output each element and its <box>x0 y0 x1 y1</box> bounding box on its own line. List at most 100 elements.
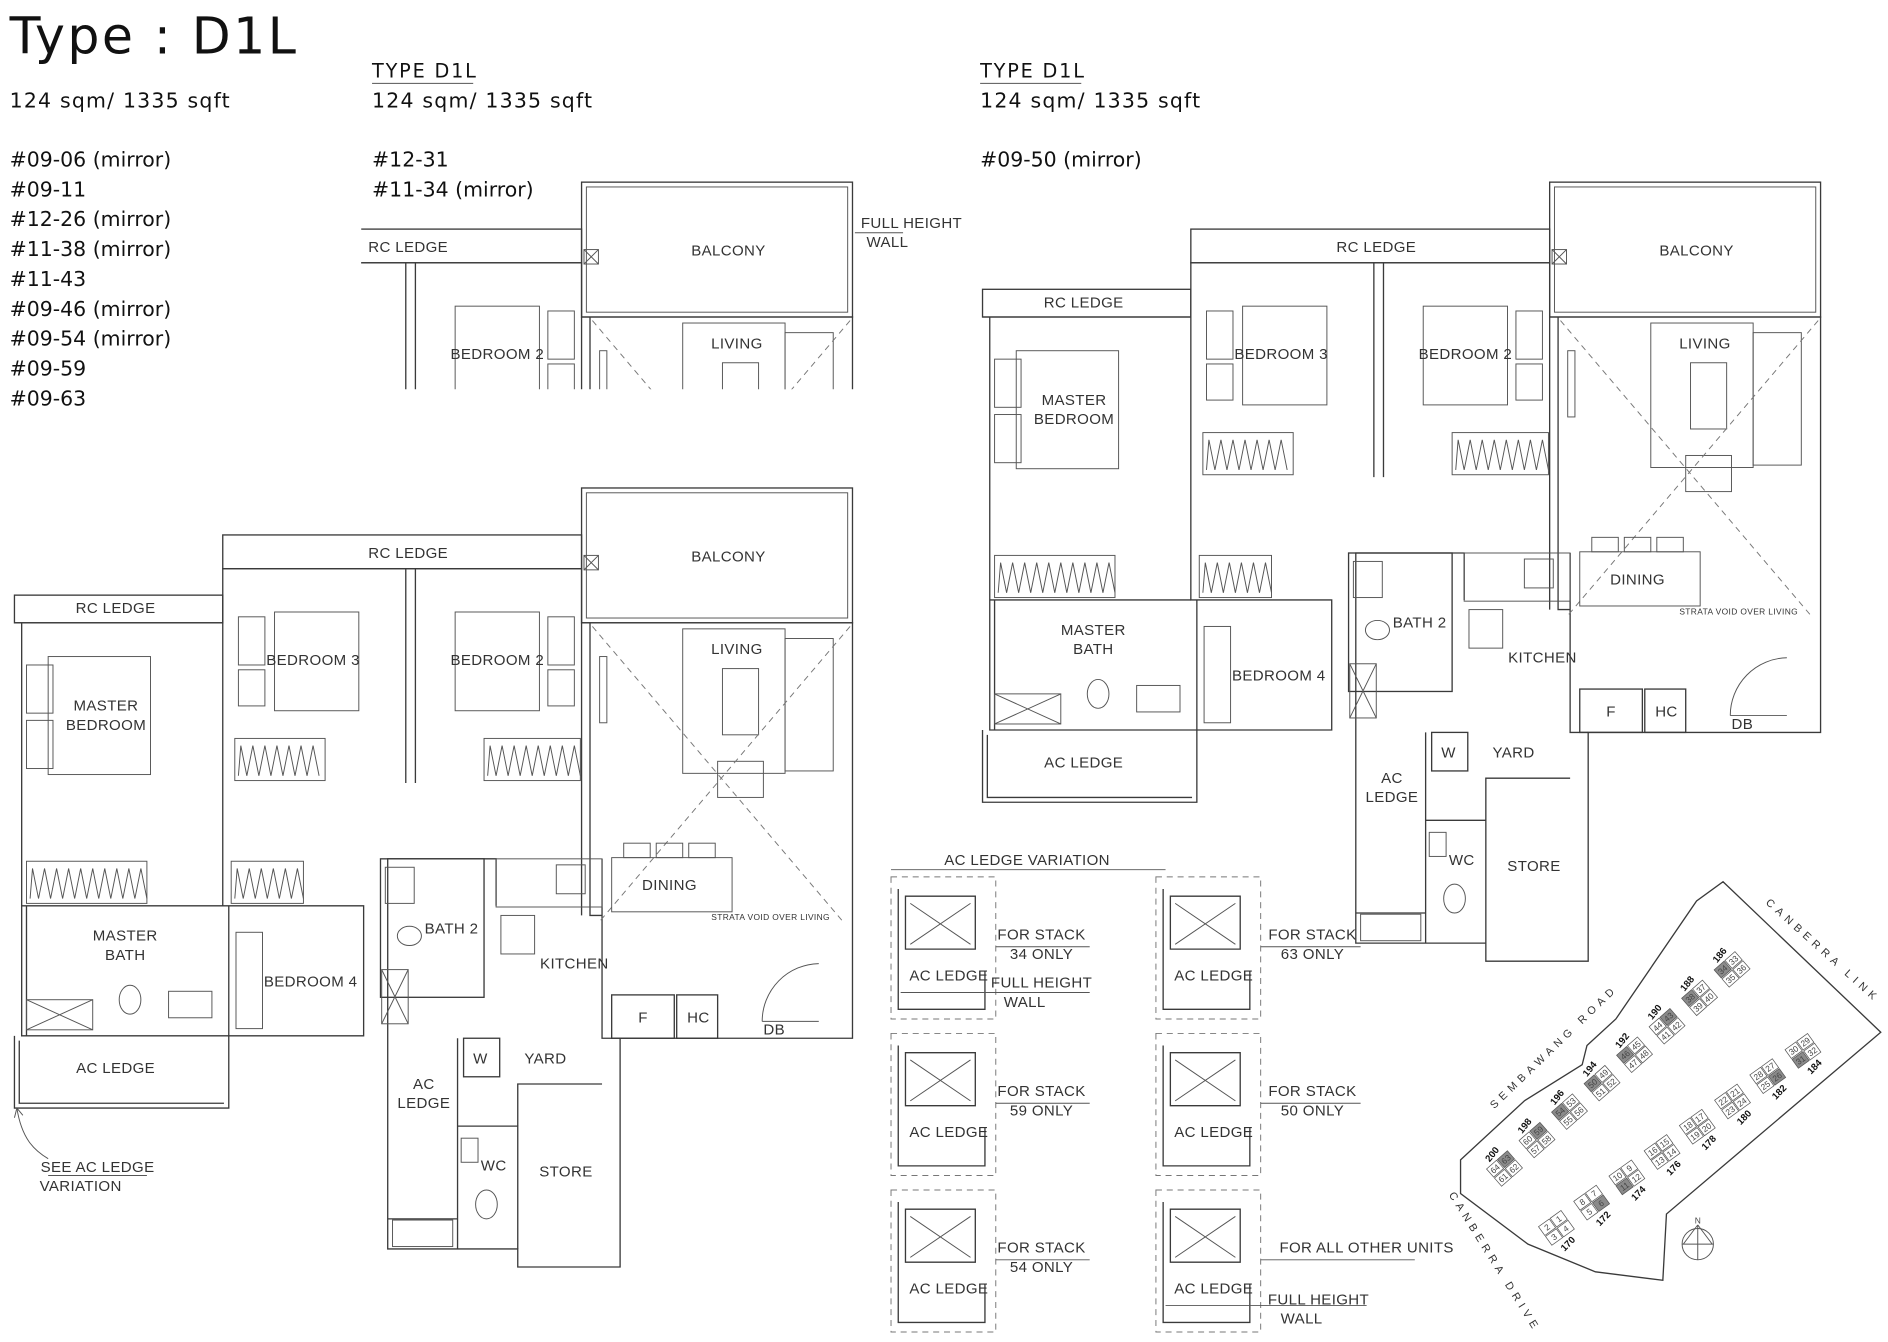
north-arrow-icon: N <box>1681 1216 1714 1261</box>
unit-block-shape <box>1791 1051 1810 1069</box>
label-db: DB <box>763 1022 785 1039</box>
unit-block-shape <box>1662 1143 1681 1162</box>
label-dining: DINING <box>642 877 697 894</box>
site-unit-number: 7 <box>1589 1188 1599 1199</box>
full-height-wall-note: FULL HEIGHT <box>1268 1291 1369 1308</box>
unit-block-shape <box>1655 1134 1674 1152</box>
stack-note: FOR STACK <box>1268 1083 1356 1100</box>
plan-unit: #09-50 (mirror) <box>980 147 1142 171</box>
unit-block-shape <box>1724 951 1743 970</box>
unit-block-shape <box>1732 1093 1751 1111</box>
stack-note: 63 ONLY <box>1281 946 1344 963</box>
site-unit-number: 9 <box>1624 1163 1634 1174</box>
ac-ledge-label: AC LEDGE <box>1174 1281 1253 1298</box>
unit-block-shape <box>1545 1228 1564 1246</box>
wardrobe-pattern <box>237 745 320 776</box>
ac-ledge-label: AC LEDGE <box>1174 1124 1253 1141</box>
road-canberra-drive: CANBERRA DRIVE <box>1446 1190 1543 1335</box>
unit-block-shape <box>1643 1142 1662 1161</box>
full-height-wall-note: FULL HEIGHT <box>991 975 1092 992</box>
label-strata-void: STRATA VOID OVER LIVING <box>711 912 830 922</box>
unit-block-shape <box>1681 989 1700 1008</box>
unit-block-shape <box>1803 1042 1822 1061</box>
full-height-wall-note: FULL HEIGHT <box>861 215 962 232</box>
unit-block-shape <box>1756 1076 1775 1095</box>
unit-block-shape <box>1518 1131 1537 1150</box>
label-ac-ledge: AC <box>413 1076 435 1093</box>
plan-unit: #12-31 <box>372 147 449 171</box>
unit-block-shape <box>1796 1033 1815 1051</box>
unit-block-shape <box>1659 1008 1678 1026</box>
unit-block-shape <box>1591 1194 1611 1213</box>
site-unit-number: 3 <box>1549 1231 1559 1242</box>
unit-block-shape <box>1526 1140 1545 1159</box>
plan-type-label: TYPE D1L <box>979 59 1086 82</box>
unit-block-shape <box>1699 988 1719 1007</box>
unit-block-shape <box>1615 1177 1634 1196</box>
ac-ledge-label: AC LEDGE <box>1174 967 1253 984</box>
north-label: N <box>1695 1216 1701 1226</box>
unit-block-shape <box>1584 1184 1604 1203</box>
ac-ledge-label: AC LEDGE <box>909 1281 988 1298</box>
label-yard: YARD <box>524 1051 566 1068</box>
unit-block-shape <box>1725 1083 1744 1102</box>
unit-block-shape <box>1667 1017 1686 1036</box>
unit-block-shape <box>1678 1117 1697 1135</box>
stack-note: FOR ALL OTHER UNITS <box>1279 1240 1453 1257</box>
stack-note: FOR STACK <box>997 927 1085 944</box>
unit-number: #12-26 (mirror) <box>10 207 172 231</box>
main-floor-plan: RC LEDGE RC LEDGE BALCONY LIVING MASTER … <box>13 487 854 1268</box>
unit-block-shape <box>1713 960 1732 979</box>
label-fridge: F <box>638 1010 648 1027</box>
site-unit-number: 1 <box>1554 1213 1564 1224</box>
plan-unit: #11-34 (mirror) <box>372 178 534 202</box>
unit-block-shape <box>1583 1074 1602 1093</box>
site-unit-number: 6 <box>1596 1198 1606 1209</box>
unit-block-shape <box>1537 1130 1556 1149</box>
ac-ledge-label: AC LEDGE <box>909 1124 988 1141</box>
unit-number: #11-43 <box>10 267 87 291</box>
plan-area: 124 sqm/ 1335 sqft <box>372 88 593 112</box>
label-w: W <box>473 1051 488 1068</box>
unit-block-shape <box>1721 969 1740 988</box>
road-canberra-link: CANBERRA LINK <box>1763 897 1882 1006</box>
site-unit-number: 5 <box>1584 1206 1594 1217</box>
label-bedroom-4: BEDROOM 4 <box>264 973 358 990</box>
label-hc: HC <box>687 1010 709 1027</box>
unit-block-shape <box>1594 1064 1613 1083</box>
label-master-bath: MASTER <box>93 928 158 945</box>
site-unit-number: 4 <box>1561 1223 1571 1234</box>
label-ac-ledge: AC LEDGE <box>76 1060 155 1077</box>
unit-block-shape <box>1493 1168 1513 1187</box>
label-rc-ledge: RC LEDGE <box>76 600 156 617</box>
unit-block-shape <box>1573 1193 1592 1211</box>
unit-block-shape <box>1551 1102 1570 1121</box>
site-unit-number: 2 <box>1542 1222 1552 1233</box>
label-master-bath: BATH <box>105 947 145 964</box>
wardrobe-pattern <box>487 745 581 776</box>
unit-block-shape <box>1761 1058 1780 1076</box>
stack-note: 59 ONLY <box>1010 1102 1073 1119</box>
unit-block-shape <box>1697 1118 1716 1137</box>
stack-note: FOR STACK <box>997 1240 1085 1257</box>
unit-list: #09-06 (mirror)#09-11#12-26 (mirror)#11-… <box>10 147 172 410</box>
label-store: STORE <box>539 1164 592 1181</box>
unit-block-shape <box>1721 1101 1740 1120</box>
site-plan: SEMBAWANG ROAD CANBERRA LINK CANBERRA DR… <box>1446 880 1882 1335</box>
label-rc-ledge: RC LEDGE <box>368 545 448 562</box>
label-ac-ledge: LEDGE <box>397 1095 450 1112</box>
unit-number: #09-59 <box>10 357 87 381</box>
unit-block-shape <box>1685 1127 1704 1145</box>
unit-block-shape <box>1732 960 1751 979</box>
label-living: LIVING <box>711 641 763 658</box>
unit-block-shape <box>1580 1202 1599 1221</box>
unit-number: #09-63 <box>10 386 87 410</box>
page-title: Type : D1L <box>9 6 299 65</box>
full-height-wall-note: WALL <box>1004 994 1046 1011</box>
unit-block-shape <box>1538 1218 1557 1236</box>
plan-type-label: TYPE D1L <box>371 59 478 82</box>
